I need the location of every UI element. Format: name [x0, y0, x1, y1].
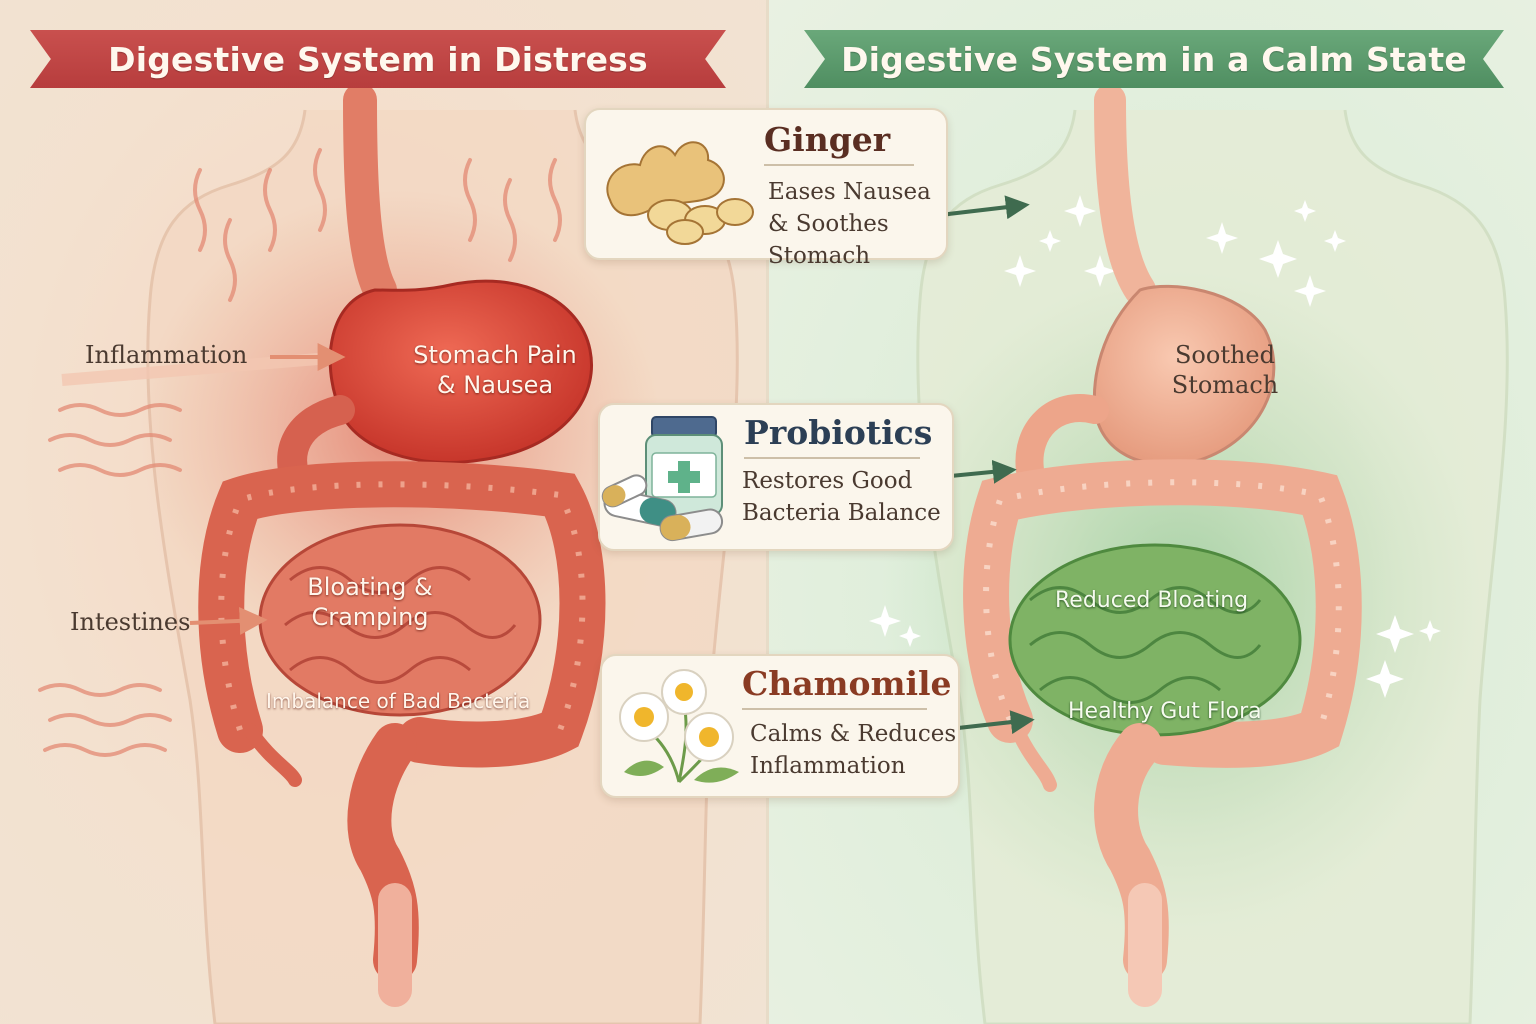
probiotics-card: Probiotics Restores Good Bacteria Balanc…	[598, 403, 954, 551]
chamomile-card: Chamomile Calms & Reduces Inflammation	[600, 654, 960, 798]
probiotics-divider	[744, 457, 920, 459]
ginger-root-icon	[606, 141, 754, 245]
calm-banner: Digestive System in a Calm State	[804, 30, 1504, 88]
ginger-arrow	[939, 195, 1030, 220]
stomach-pain-label: Stomach Pain & Nausea	[413, 341, 577, 399]
inflammation-arrow-band	[61, 352, 331, 386]
chamomile-divider	[742, 708, 927, 710]
ginger-title: Ginger	[764, 120, 891, 159]
intestines-arrow	[189, 606, 268, 635]
probiotics-description: Restores Good Bacteria Balance	[742, 468, 941, 526]
distress-banner-title: Digestive System in Distress	[108, 39, 648, 79]
soothed-stomach-label: Soothed Stomach	[1171, 341, 1279, 399]
imbalance-label: Imbalance of Bad Bacteria	[266, 689, 531, 713]
probiotics-title: Probiotics	[744, 413, 933, 452]
ginger-divider	[764, 164, 914, 166]
distress-banner: Digestive System in Distress	[30, 30, 726, 88]
healthy-flora-label: Healthy Gut Flora	[1068, 699, 1262, 724]
chamomile-title: Chamomile	[742, 664, 952, 703]
heat-waves	[38, 148, 562, 757]
sparkles	[869, 195, 1441, 698]
calm-stomach	[1015, 84, 1276, 484]
calm-intestines	[963, 459, 1362, 1007]
intestines-label: Intestines	[70, 608, 191, 636]
probiotic-capsules-icon	[601, 416, 724, 542]
calm-banner-title: Digestive System in a Calm State	[841, 39, 1467, 79]
reduced-bloating-label: Reduced Bloating	[1055, 588, 1249, 613]
ginger-card: Ginger Eases Nausea & Soothes Stomach	[584, 108, 948, 269]
inflammation-label: Inflammation	[85, 341, 248, 369]
inflamed-intestines	[198, 461, 606, 1007]
chamomile-flower-icon	[619, 669, 739, 784]
ginger-description: Eases Nausea & Soothes Stomach	[768, 179, 931, 269]
bloating-label: Bloating & Cramping	[307, 573, 433, 631]
inflamed-stomach	[277, 83, 593, 505]
chamomile-description: Calms & Reduces Inflammation	[750, 721, 957, 779]
